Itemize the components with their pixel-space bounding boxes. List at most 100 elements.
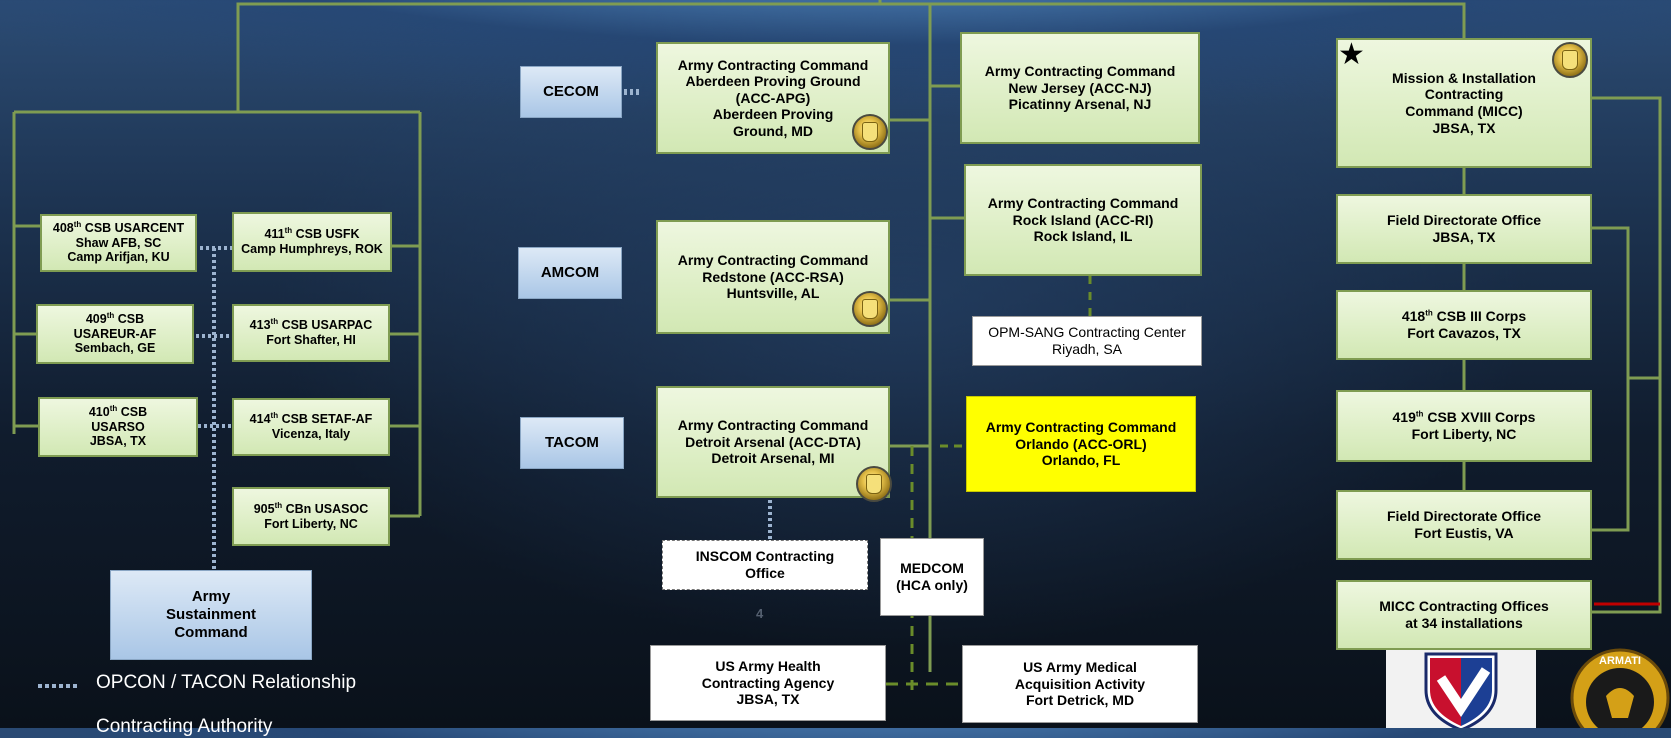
acc-apg-line4: Aberdeen Proving	[712, 106, 834, 123]
acc-ri-line3: Rock Island, IL	[1033, 228, 1133, 245]
acc-crest-logo: ARMATI	[1568, 646, 1671, 738]
box-413-csb: 413th CSB USARPAC Fort Shafter, HI	[232, 304, 390, 362]
box-409-csb-line3: Sembach, GE	[74, 341, 156, 356]
fdo-jbsa-line2: JBSA, TX	[1432, 229, 1496, 245]
box-medcom: MEDCOM (HCA only)	[880, 538, 984, 616]
box-acc-rsa: Army Contracting Command Redstone (ACC-R…	[656, 220, 890, 334]
star-icon: ★	[1338, 38, 1365, 71]
box-414-csb-line2: Vicenza, Italy	[271, 427, 351, 441]
acc-dta-line2: Detroit Arsenal (ACC-DTA)	[685, 433, 861, 450]
box-905-cbn: 905th CBn USASOC Fort Liberty, NC	[232, 487, 390, 546]
svg-text:ARMATI: ARMATI	[1599, 655, 1641, 667]
inscom-line1: INSCOM Contracting	[695, 548, 835, 565]
box-408-csb: 408th CSB USARCENT Shaw AFB, SC Camp Ari…	[40, 214, 197, 272]
box-413-csb-title: 413th CSB USARPAC	[249, 317, 373, 333]
asc-line1: Army	[191, 588, 231, 606]
usamaa-line1: US Army Medical	[1023, 659, 1137, 676]
box-905-cbn-title: 905th CBn USASOC	[253, 500, 369, 516]
box-fdo-eustis: Field Directorate Office Fort Eustis, VA	[1336, 490, 1592, 560]
acc-apg-line1: Army Contracting Command	[677, 56, 869, 73]
box-inscom: INSCOM Contracting Office	[662, 540, 868, 590]
medcom-line2: (HCA only)	[896, 577, 968, 593]
acc-rsa-line2: Redstone (ACC-RSA)	[702, 268, 844, 285]
box-410-csb-line2: USARSO	[91, 419, 145, 434]
box-419-csb: 419th CSB XVIII Corps Fort Liberty, NC	[1336, 390, 1592, 462]
micc-offices-line1: MICC Contracting Offices	[1379, 598, 1549, 615]
dotted-legend-swatch	[38, 684, 78, 688]
box-418-csb-line2: Fort Cavazos, TX	[1407, 325, 1521, 341]
box-413-csb-line2: Fort Shafter, HI	[266, 333, 356, 347]
box-us-army-hca: US Army Health Contracting Agency JBSA, …	[650, 645, 886, 721]
box-408-csb-line3: Camp Arifjan, KU	[67, 250, 170, 265]
usamaa-line2: Acquisition Activity	[1014, 675, 1146, 692]
box-acc-dta: Army Contracting Command Detroit Arsenal…	[656, 386, 890, 498]
acc-rsa-line3: Huntsville, AL	[726, 285, 820, 302]
box-419-csb-line2: Fort Liberty, NC	[1411, 426, 1517, 442]
fdo-eustis-line2: Fort Eustis, VA	[1414, 525, 1514, 541]
legend-authority-label: Contracting Authority	[96, 716, 273, 737]
medcom-line1: MEDCOM	[900, 560, 964, 577]
opm-sang-line2: Riyadh, SA	[1051, 341, 1123, 357]
box-opm-sang: OPM-SANG Contracting Center Riyadh, SA	[972, 316, 1202, 366]
asc-line2: Sustainment	[165, 606, 256, 624]
fdo-eustis-line1: Field Directorate Office	[1386, 508, 1542, 525]
asc-line3: Command	[174, 623, 248, 641]
box-410-csb-line3: JBSA, TX	[89, 434, 147, 449]
box-411-csb-title: 411th CSB USFK	[264, 226, 360, 242]
acc-seal-icon	[852, 114, 888, 150]
acc-apg-line2: Aberdeen Proving Ground	[685, 73, 861, 90]
box-fdo-jbsa: Field Directorate Office JBSA, TX	[1336, 194, 1592, 264]
box-414-csb: 414th CSB SETAF-AF Vicenza, Italy	[232, 398, 390, 456]
fdo-jbsa-line1: Field Directorate Office	[1386, 212, 1542, 229]
micc-line1: Mission & Installation	[1392, 69, 1536, 86]
box-cecom: CECOM	[520, 66, 622, 118]
box-amcom: AMCOM	[518, 247, 622, 299]
box-409-csb: 409th CSB USAREUR-AF Sembach, GE	[36, 304, 194, 364]
acc-dta-line1: Army Contracting Command	[677, 417, 869, 434]
box-408-csb-line2: Shaw AFB, SC	[75, 235, 162, 250]
micc-line2: Contracting	[1424, 86, 1504, 103]
box-409-csb-line2: USAREUR-AF	[73, 326, 157, 341]
box-micc: Mission & Installation Contracting Comma…	[1336, 38, 1592, 168]
box-419-csb-title: 419th CSB XVIII Corps	[1392, 409, 1536, 426]
box-408-csb-title: 408th CSB USARCENT	[52, 219, 185, 235]
box-tacom: TACOM	[520, 417, 624, 469]
acc-orl-line1: Army Contracting Command	[985, 419, 1177, 436]
acc-seal-icon	[852, 291, 888, 327]
box-acc-apg: Army Contracting Command Aberdeen Provin…	[656, 42, 890, 154]
box-410-csb-title: 410th CSB	[88, 403, 148, 419]
box-418-csb: 418th CSB III Corps Fort Cavazos, TX	[1336, 290, 1592, 360]
hca-line3: JBSA, TX	[736, 691, 800, 708]
acc-ri-line2: Rock Island (ACC-RI)	[1012, 211, 1154, 228]
box-418-csb-title: 418th CSB III Corps	[1401, 308, 1527, 325]
hca-line2: Contracting Agency	[701, 674, 835, 691]
box-usamaa: US Army Medical Acquisition Activity For…	[962, 645, 1198, 723]
box-army-sustainment-command: Army Sustainment Command	[110, 570, 312, 660]
box-411-csb-line2: Camp Humphreys, ROK	[241, 242, 383, 256]
usamaa-line3: Fort Detrick, MD	[1025, 692, 1135, 709]
inscom-line2: Office	[745, 565, 785, 581]
acc-orl-line3: Orlando, FL	[1041, 452, 1121, 469]
acc-rsa-line1: Army Contracting Command	[677, 252, 869, 269]
box-acc-nj: Army Contracting Command New Jersey (ACC…	[960, 32, 1200, 144]
legend-opcon-label: OPCON / TACON Relationship	[96, 672, 357, 693]
acc-nj-line3: Picatinny Arsenal, NJ	[1008, 96, 1152, 113]
acc-seal-icon	[1552, 42, 1588, 78]
acc-ri-line1: Army Contracting Command	[987, 195, 1179, 212]
micc-line4: JBSA, TX	[1432, 119, 1496, 136]
box-410-csb: 410th CSB USARSO JBSA, TX	[38, 397, 198, 457]
acc-nj-line1: Army Contracting Command	[984, 63, 1176, 80]
amc-shield-logo	[1386, 650, 1536, 732]
hca-line1: US Army Health	[715, 658, 821, 675]
box-411-csb: 411th CSB USFK Camp Humphreys, ROK	[232, 212, 392, 272]
page-number: 4	[756, 606, 764, 621]
acc-apg-line3: (ACC-APG)	[735, 89, 811, 106]
box-905-cbn-line2: Fort Liberty, NC	[264, 516, 358, 531]
acc-dta-line3: Detroit Arsenal, MI	[711, 450, 835, 467]
box-414-csb-title: 414th CSB SETAF-AF	[249, 411, 373, 427]
micc-offices-line2: at 34 installations	[1405, 615, 1523, 631]
opm-sang-line1: OPM-SANG Contracting Center	[988, 324, 1186, 341]
acc-seal-icon	[856, 466, 892, 502]
box-acc-ri: Army Contracting Command Rock Island (AC…	[964, 164, 1202, 276]
